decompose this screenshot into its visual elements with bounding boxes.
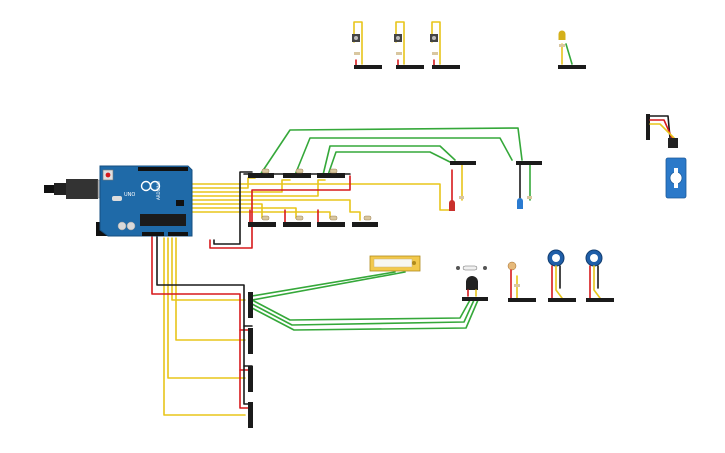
breadboard-3[interactable] <box>317 173 345 178</box>
wire-yellow-12[interactable] <box>163 237 246 416</box>
wire-black-1[interactable] <box>156 235 251 405</box>
breadboard-9[interactable] <box>516 161 542 165</box>
breadboard-2[interactable] <box>283 173 311 178</box>
potentiometer-2[interactable] <box>585 249 614 302</box>
breadboard-8[interactable] <box>450 161 476 165</box>
blue-led-icon[interactable] <box>517 196 532 209</box>
npn-transistor-icon[interactable] <box>462 276 488 301</box>
board-label-uno: UNO <box>124 192 135 198</box>
resistor-icon <box>261 168 372 221</box>
breadboard-1[interactable] <box>248 173 274 178</box>
wire-green-3[interactable] <box>322 145 456 176</box>
wire-yellow-2[interactable] <box>179 179 291 193</box>
power-header <box>142 232 164 236</box>
breadboard-v2[interactable] <box>248 328 253 354</box>
wire-yellow-10[interactable] <box>175 237 246 341</box>
wire-green-8[interactable] <box>251 299 475 326</box>
digital-header <box>138 167 188 171</box>
led-strip-group <box>449 161 542 211</box>
servo-motor-icon[interactable] <box>646 114 687 199</box>
wire-green-7[interactable] <box>251 299 471 321</box>
breadboard-v3[interactable] <box>248 366 253 392</box>
wire-yellow-3[interactable] <box>181 179 326 197</box>
red-led-icon[interactable] <box>449 196 464 211</box>
capacitor-1 <box>117 221 127 231</box>
wire-yellow-6[interactable] <box>187 207 297 219</box>
breadboards-vertical <box>248 292 253 428</box>
analog-header <box>168 232 188 236</box>
wire-yellow-4[interactable] <box>183 199 361 221</box>
board-label-arduino: ARDUINO <box>156 181 161 200</box>
wire-yellow-9[interactable] <box>171 237 246 301</box>
wire-yellow-7[interactable] <box>189 211 331 219</box>
pushbutton-3[interactable] <box>430 21 460 69</box>
capacitor-2 <box>126 221 136 231</box>
wire-green-4[interactable] <box>327 151 451 176</box>
tilt-switch-icon[interactable] <box>456 265 487 271</box>
wire-layer <box>151 127 531 416</box>
pushbutton-1[interactable] <box>352 21 382 69</box>
arduino-board[interactable]: UNO ARDUINO <box>44 165 193 237</box>
wire-red-2[interactable] <box>209 175 351 249</box>
wire-yellow-11[interactable] <box>167 237 246 379</box>
icsp-header <box>176 200 184 206</box>
wire-green-9[interactable] <box>251 299 479 331</box>
breadboard-5[interactable] <box>283 222 311 227</box>
microcontroller-chip <box>140 214 186 226</box>
potentiometer-1[interactable] <box>547 249 576 302</box>
breadboards-upper <box>248 168 378 227</box>
breadboard-6[interactable] <box>317 222 345 227</box>
breadboard-v4[interactable] <box>248 402 253 428</box>
crystal <box>112 196 122 201</box>
breadboard-7[interactable] <box>352 222 378 227</box>
pushbutton-group <box>352 21 460 69</box>
yellow-led-icon[interactable] <box>558 30 586 70</box>
infinity-logo-icon <box>140 180 161 192</box>
wire-green-6[interactable] <box>251 271 406 301</box>
wire-yellow-8[interactable] <box>175 183 453 211</box>
pushbutton-2[interactable] <box>394 21 424 69</box>
breadboard-v1[interactable] <box>248 292 253 318</box>
wire-yellow-5[interactable] <box>185 203 263 219</box>
photoresistor-icon[interactable] <box>507 261 536 302</box>
wire-green-2[interactable] <box>294 137 513 176</box>
breadboard-4[interactable] <box>248 222 276 227</box>
wire-red-1[interactable] <box>151 235 249 409</box>
lcd-display-icon[interactable] <box>369 255 421 272</box>
wire-green-1[interactable] <box>259 127 523 176</box>
wire-black-2[interactable] <box>213 171 253 245</box>
wire-green-5[interactable] <box>251 271 396 297</box>
